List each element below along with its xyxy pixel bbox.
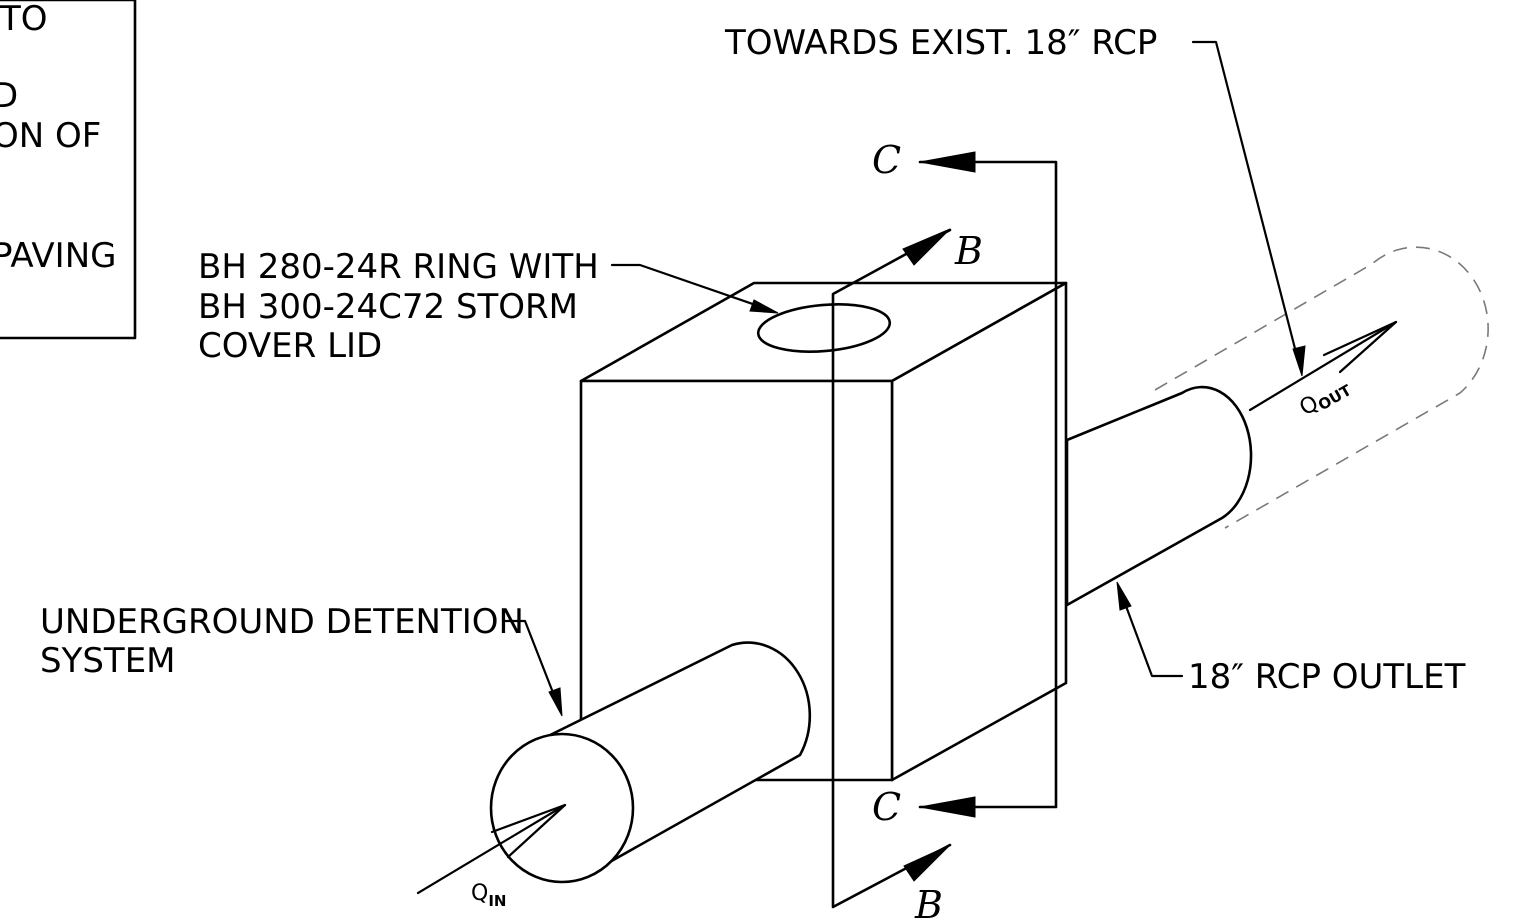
notes-line-2: D [0,76,18,116]
flow-in-arrow [416,803,567,895]
leader-outlet-pipe [1116,581,1184,678]
notes-line-4: PAVING [0,236,116,276]
detention-label-line-1: UNDERGROUND DETENTION [40,602,524,642]
manhole-ring [756,303,892,353]
section-c-top-arrowhead [919,151,976,173]
section-b-top-arrowhead [902,228,951,266]
leader-outlet-direction [1191,40,1306,377]
section-b-plane [831,228,952,909]
section-b-top-label: B [954,229,983,273]
ring-label-line-2: BH 300-24C72 STORM [198,287,578,327]
section-b-bottom-label: B [914,883,943,921]
outlet-pipe-label: 18″ RCP OUTLET [1188,657,1466,697]
notes-line-1: TO [0,0,48,39]
outlet-pipe-body [1065,385,1253,607]
outlet-pipe [1065,246,1489,607]
section-c-bottom-label: C [872,785,901,829]
inlet-pipe [489,641,812,884]
outlet-pipe-extension-hidden [1154,246,1489,529]
flow-out-arrow [1248,320,1398,412]
q-in-label: QIN [471,881,506,910]
section-b-bottom-arrowhead [903,844,951,882]
leader-detention [503,619,563,717]
section-c-top-label: C [872,138,901,182]
section-c-bottom-arrowhead [919,796,976,818]
q-out-label: QOUT [1296,373,1356,423]
section-c-plane [918,151,1058,818]
leader-ring [610,263,779,314]
notes-line-3: ON OF [0,116,101,156]
outlet-direction-label: TOWARDS EXIST. 18″ RCP [724,23,1157,63]
ring-label-line-3: COVER LID [198,326,382,366]
ring-label-line-1: BH 280-24R RING WITH [198,247,599,287]
notes-box: TO D ON OF PAVING [0,0,137,340]
detention-label-line-2: SYSTEM [40,641,176,681]
